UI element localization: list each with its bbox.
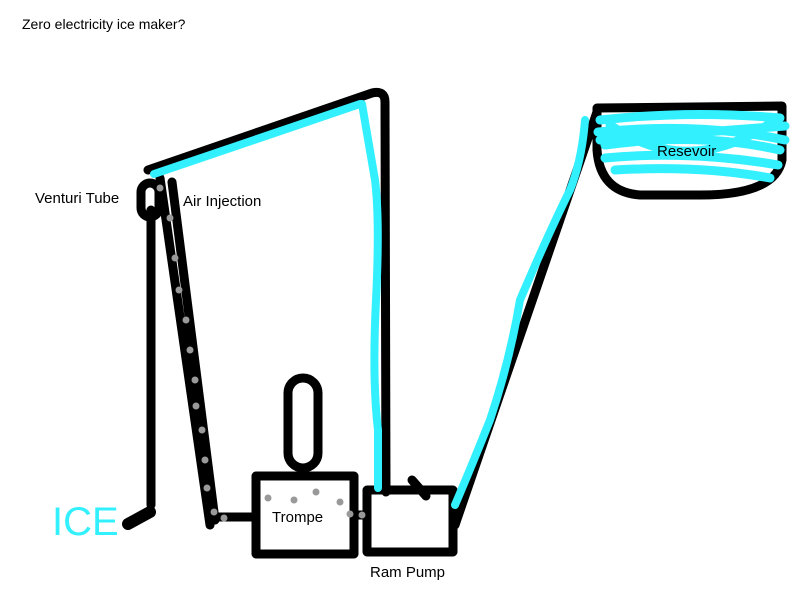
ice-label: ICE [52, 500, 119, 544]
water-top [150, 100, 364, 178]
top-pipe [143, 87, 391, 497]
air-injection-label: Air Injection [183, 193, 262, 210]
air-injection-pipe [155, 173, 220, 530]
air-bubbles [156, 184, 366, 522]
ram-pump-label: Ram Pump [370, 564, 446, 581]
ram-pump-valve [407, 475, 431, 501]
water-down [358, 100, 382, 492]
diagram-title: Zero electricity ice maker? [22, 16, 186, 32]
reservoir-label: Resevoir [657, 143, 717, 160]
ram-pump-box [362, 485, 458, 557]
trompe-label: Trompe [272, 509, 324, 526]
ice-outlet [122, 506, 156, 530]
reservoir-bowl [592, 101, 787, 200]
reservoir-water [593, 109, 790, 183]
trompe-tower [283, 373, 323, 473]
water-supply [451, 116, 589, 509]
venturi-tube-label: Venturi Tube [35, 190, 120, 207]
